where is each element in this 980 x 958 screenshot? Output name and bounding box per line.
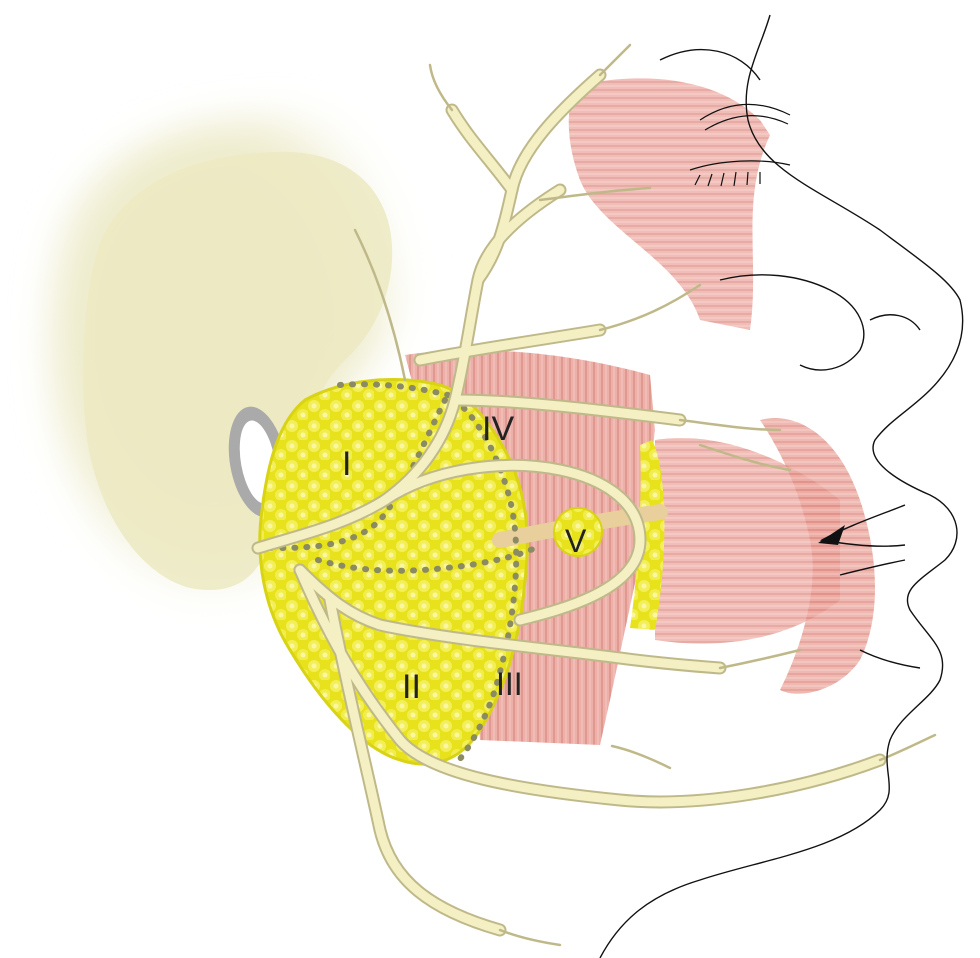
region-label-i: I — [342, 445, 351, 483]
region-label-v: V — [565, 523, 587, 559]
orbicularis-oculi-muscle — [569, 78, 770, 330]
region-label-iii: III — [496, 666, 523, 702]
region-label-iv: IV — [482, 410, 514, 448]
region-label-ii: II — [402, 668, 421, 706]
